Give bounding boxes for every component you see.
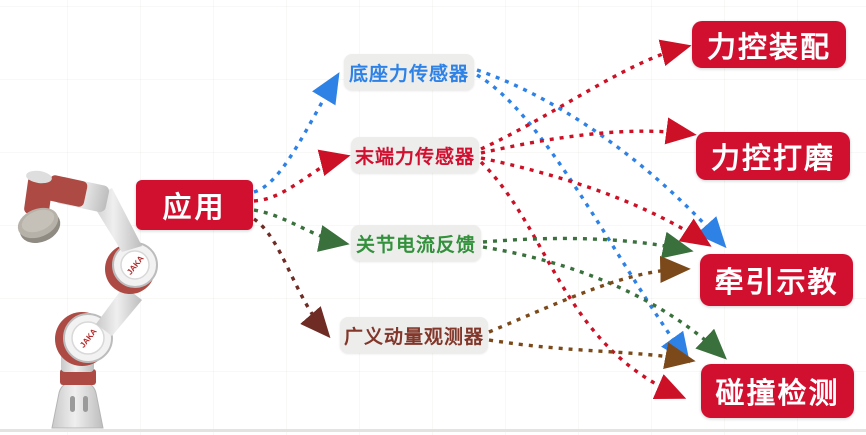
bottom-divider <box>0 429 866 432</box>
edge-end-force-to-assembly <box>480 39 692 151</box>
node-joint-current-feedback-label: 关节电流反馈 <box>355 234 476 256</box>
node-force-control-assembly[interactable]: 力控装配 <box>692 21 846 68</box>
node-force-control-assembly-label: 力控装配 <box>706 31 831 64</box>
edge-end-force-to-drag-teaching <box>480 156 712 247</box>
robot-arm-illustration: JAKA JAKA <box>17 170 158 429</box>
edge-momentum-to-collision <box>488 338 696 369</box>
node-drag-teaching[interactable]: 牵引示教 <box>700 254 853 306</box>
edge-app-to-momentum <box>252 217 331 339</box>
edge-end-force-to-grinding <box>480 117 697 155</box>
node-force-control-grinding-label: 力控打磨 <box>710 143 835 175</box>
node-collision-detection[interactable]: 碰撞检测 <box>701 364 854 418</box>
node-end-force-sensor-label: 末端力传感器 <box>354 146 475 168</box>
edge-base-force-to-drag-teaching <box>476 68 727 249</box>
app-node[interactable]: 应用 <box>136 180 253 230</box>
edge-momentum-to-drag-teaching <box>488 255 691 334</box>
node-drag-teaching-label: 牵引示教 <box>714 267 839 299</box>
node-base-force-sensor[interactable]: 底座力传感器 <box>344 54 474 90</box>
node-momentum-observer-label: 广义动量观测器 <box>343 326 484 348</box>
node-joint-current-feedback[interactable]: 关节电流反馈 <box>351 225 481 261</box>
node-base-force-sensor-label: 底座力传感器 <box>348 63 469 85</box>
node-momentum-observer[interactable]: 广义动量观测器 <box>340 317 488 353</box>
edge-base-force-to-collision <box>476 73 690 364</box>
edge-joint-current-to-drag-teaching <box>482 231 694 259</box>
node-collision-detection-label: 碰撞检测 <box>715 378 840 410</box>
edge-app-to-joint-current <box>253 208 350 252</box>
edge-app-to-base-force <box>253 72 340 194</box>
node-force-control-grinding[interactable]: 力控打磨 <box>696 132 850 180</box>
app-node-label: 应用 <box>162 192 227 224</box>
node-end-force-sensor[interactable]: 末端力传感器 <box>351 137 479 173</box>
edge-app-to-end-force <box>253 149 351 203</box>
edge-joint-current-to-collision <box>482 245 727 360</box>
